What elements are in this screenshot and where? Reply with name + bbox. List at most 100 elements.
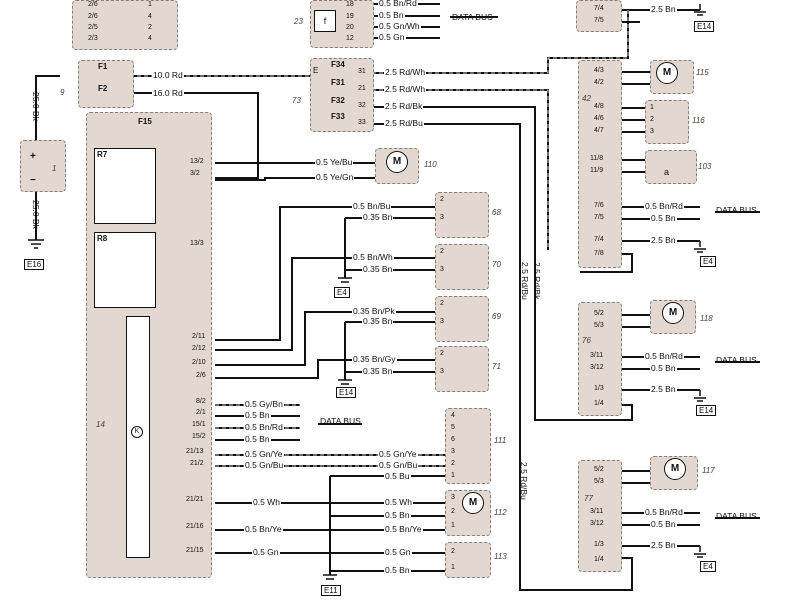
pin-label: 6 <box>451 436 455 443</box>
ground-label: E14 <box>336 387 357 398</box>
motor-icon: M <box>386 151 408 173</box>
wire-label: 0.35 Bn <box>362 366 394 376</box>
pin-label: 12 <box>346 35 354 42</box>
fuse-module: f <box>314 10 336 32</box>
fuse-label: F32 <box>331 96 345 105</box>
pin-label: 4/7 <box>594 127 604 134</box>
pin-label: 5/2 <box>594 310 604 317</box>
pin-label: 2/6 <box>88 1 98 8</box>
wire-label: 0.35 Bn <box>362 264 394 274</box>
pin-label: 3/11 <box>590 508 604 515</box>
wire-label: 0.5 Bn/Ye <box>244 524 283 534</box>
wire-label: 25.0 Bk <box>31 92 41 121</box>
component-tag: 112 <box>494 508 507 517</box>
pin-label: 2/12 <box>192 345 206 352</box>
pin-label: 2 <box>451 548 455 555</box>
wire-label: 2.5 Rd/Bu <box>384 118 424 128</box>
fuse-box <box>78 60 134 108</box>
pin-label: 4/6 <box>594 115 604 122</box>
component-tag: 115 <box>696 68 709 77</box>
component-tag: 103 <box>698 162 712 171</box>
ground-label: E16 <box>24 259 45 270</box>
wire-label: 2.5 Bn <box>650 235 677 245</box>
pin-label: 11/9 <box>590 167 604 174</box>
pin-label: 2/6 <box>196 372 206 379</box>
pin-label: 7/4 <box>594 5 604 12</box>
motor-icon: M <box>462 492 484 514</box>
wire-label: 0.5 Bn/Bu <box>352 201 392 211</box>
wire-label: 0.5 Gn <box>384 547 412 557</box>
data-bus-label: DATA BUS <box>452 12 493 22</box>
wire-label: 2.5 Bn <box>650 4 677 14</box>
component-tag: 117 <box>702 466 715 475</box>
pin-label: 1 <box>650 104 654 111</box>
pin-label: 1/3 <box>594 385 604 392</box>
component-tag: 1 <box>52 164 57 173</box>
wire-label: 0.5 Bu <box>384 471 411 481</box>
relay-label: R8 <box>97 234 108 243</box>
pin-label: 3 <box>440 318 444 325</box>
component-68 <box>435 192 489 238</box>
component-69 <box>435 296 489 342</box>
data-bus-label: DATA BUS <box>716 205 757 215</box>
wire-label: 2.5 Rd/Bu <box>519 462 529 500</box>
wire-label: 0.5 Bn/Rd <box>244 422 284 432</box>
component-71 <box>435 346 489 392</box>
pin-number: 4 <box>148 35 152 42</box>
motor-icon: M <box>656 62 678 84</box>
terminal-label: a <box>664 167 670 177</box>
component-tag: 42 <box>582 94 591 103</box>
pin-number: 2 <box>148 24 152 31</box>
wire-label: 0.5 Bn <box>384 510 411 520</box>
pin-label: 3 <box>451 448 455 455</box>
pin-label: 2 <box>650 116 654 123</box>
pin-label: 2 <box>440 196 444 203</box>
ground-label: E4 <box>700 561 716 572</box>
wire-label: 0.5 Bn <box>378 10 405 20</box>
pin-label: 21/15 <box>186 547 204 554</box>
pin-label: 8/2 <box>196 398 206 405</box>
pin-label: 2/5 <box>88 24 98 31</box>
pin-label: 1 <box>451 564 455 571</box>
pin-label: 7/5 <box>594 214 604 221</box>
pin-label: 15/1 <box>192 421 206 428</box>
component-tag: 113 <box>494 552 507 561</box>
pin-label: 15/2 <box>192 433 206 440</box>
pin-label: 5/3 <box>594 478 604 485</box>
component-tag: 111 <box>494 436 507 445</box>
pin-label: 2/1 <box>196 409 206 416</box>
wire-label: 2.5 Rd/Wh <box>384 67 427 77</box>
pin-label: 4 <box>451 412 455 419</box>
wire-label: 0.5 Gn/Bu <box>244 460 285 470</box>
pin-label: 11/8 <box>590 155 604 162</box>
pin-label: 2/3 <box>88 35 98 42</box>
wire-label: 0.5 Gn/Wh <box>378 21 421 31</box>
ground-label: E4 <box>334 287 350 298</box>
pin-label: 1/3 <box>594 541 604 548</box>
component-70 <box>435 244 489 290</box>
motor-icon: M <box>664 458 686 480</box>
pin-label: 3/12 <box>590 364 604 371</box>
component-tag: 73 <box>292 96 301 105</box>
wire-label: 0.35 Bn/Gy <box>352 354 397 364</box>
pin-label: 32 <box>358 102 366 109</box>
pin-label: 31 <box>358 68 366 75</box>
wire-label: 0.5 Gn/Ye <box>378 449 418 459</box>
pin-label: 5/3 <box>594 322 604 329</box>
top-left-connector <box>72 0 178 50</box>
fuse-label: F2 <box>98 84 108 93</box>
pin-label: 3 <box>440 368 444 375</box>
pin-label: 21/13 <box>186 448 204 455</box>
component-42 <box>578 60 622 268</box>
pin-label: 3 <box>650 128 654 135</box>
wire-label: 0.5 Bn/Rd <box>378 0 418 8</box>
fuse-label: F1 <box>98 62 108 71</box>
pin-label: 2 <box>440 350 444 357</box>
pin-label: 1 <box>451 472 455 479</box>
battery <box>20 140 66 192</box>
pin-number: 1 <box>148 1 152 8</box>
wire-label: 0.5 Bn/Rd <box>644 507 684 517</box>
wire-label: 0.5 Bn/Ye <box>384 524 423 534</box>
wire-label: 0.5 Gn <box>378 32 406 42</box>
pin-label: 2/6 <box>88 13 98 20</box>
